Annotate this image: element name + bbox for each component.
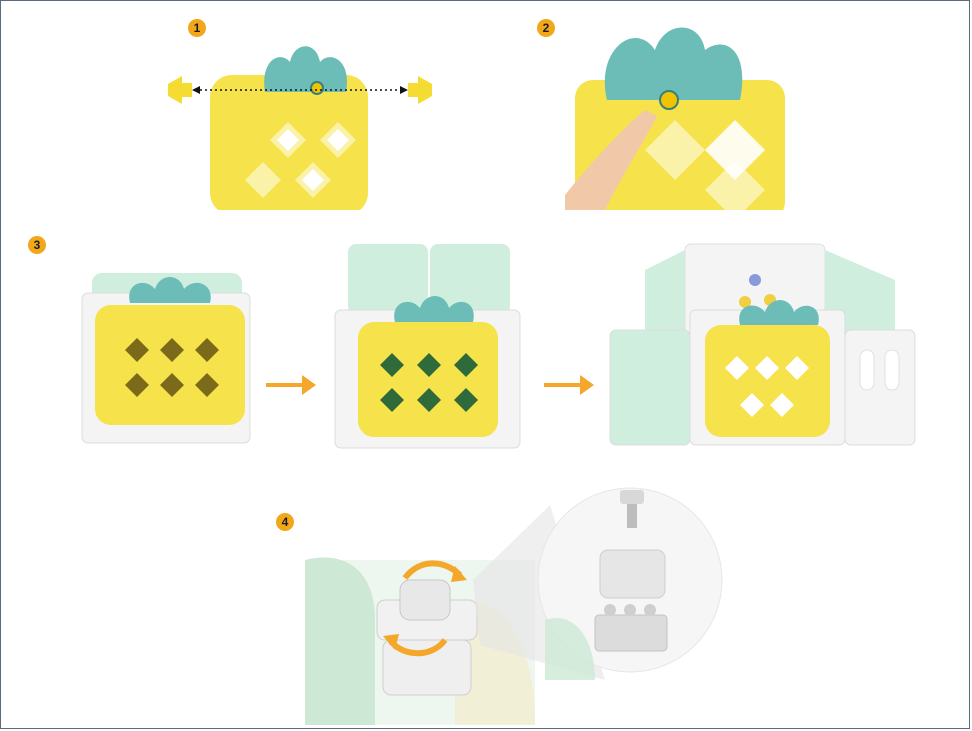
step-3-folded-fence <box>70 265 260 445</box>
right-arrow-icon <box>540 370 598 400</box>
step-2-badge: 2 <box>537 19 555 37</box>
step-1-illustration <box>160 20 450 210</box>
left-plug-icon <box>168 76 192 104</box>
step-4-hinge-illustration <box>305 480 825 725</box>
teal-leaf-cap <box>264 46 347 92</box>
teal-leaf-cap <box>605 28 742 101</box>
step-3-badge: 3 <box>28 236 46 254</box>
right-plug-icon <box>408 76 432 104</box>
step-4-badge: 4 <box>276 513 294 531</box>
right-arrow-icon <box>262 370 320 400</box>
step-3-open-playpen <box>605 240 930 450</box>
step-2-illustration <box>565 20 785 210</box>
step-3-half-open-fence <box>330 240 530 450</box>
